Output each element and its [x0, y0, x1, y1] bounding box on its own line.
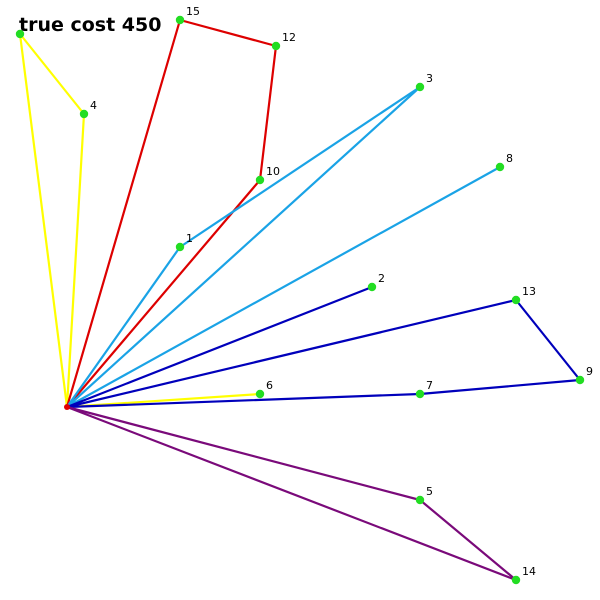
- route-purple-edge-5-14: [418, 498, 518, 582]
- node-5-marker: [415, 495, 425, 505]
- route-blue-b-edge-depot-13: [65, 298, 518, 409]
- node-12-marker: [271, 41, 281, 51]
- route-yellow-edge-4-depot: [65, 112, 86, 409]
- route-purple-edge-depot-5: [65, 405, 422, 502]
- node-9-marker: [575, 375, 585, 385]
- route-yellow-edge-u-4: [18, 32, 86, 116]
- node-15-marker: [175, 15, 185, 25]
- route-blue-b-edge-9-7: [418, 378, 582, 396]
- depot-marker: [64, 404, 70, 410]
- cost-title: true cost 450: [19, 14, 161, 36]
- node-2-marker: [367, 282, 377, 292]
- node-4-marker: [79, 109, 89, 119]
- route-purple-edge-14-depot: [65, 405, 518, 582]
- node-3-marker: [415, 82, 425, 92]
- route-lightblue-b-edge-depot-8: [65, 165, 502, 409]
- route-nodes: [15, 15, 585, 585]
- node-8-label: 8: [506, 152, 513, 165]
- node-1-label: 1: [186, 232, 193, 245]
- route-red-edge-10-depot: [65, 178, 262, 409]
- node-3-label: 3: [426, 72, 433, 85]
- node-14-label: 14: [522, 565, 536, 578]
- node-6-label: 6: [266, 379, 273, 392]
- node-10-label: 10: [266, 165, 280, 178]
- node-2-label: 2: [378, 272, 385, 285]
- route-lightblue-a-edge-1-3: [178, 85, 422, 249]
- node-10-marker: [255, 175, 265, 185]
- node-13-marker: [511, 295, 521, 305]
- node-1-marker: [175, 242, 185, 252]
- route-yellow-edge-depot-u: [18, 32, 69, 409]
- route-blue-b-edge-13-9: [514, 298, 582, 382]
- node-14-marker: [511, 575, 521, 585]
- route-blue-a-edge-depot-2: [65, 285, 374, 409]
- node-7-marker: [415, 389, 425, 399]
- node-6-marker: [255, 389, 265, 399]
- node-u-marker: [15, 29, 25, 39]
- route-lightblue-a-edge-depot-1: [65, 245, 182, 409]
- route-lightblue-a-edge-3-depot: [65, 85, 422, 409]
- node-9-label: 9: [586, 365, 593, 378]
- node-13-label: 13: [522, 285, 536, 298]
- node-5-label: 5: [426, 485, 433, 498]
- route-edges: [18, 18, 582, 582]
- node-8-marker: [495, 162, 505, 172]
- route-red-edge-15-12: [178, 18, 278, 48]
- node-12-label: 12: [282, 31, 296, 44]
- route-blue-b-edge-7-depot: [65, 392, 422, 409]
- route-red-edge-depot-15: [65, 18, 182, 409]
- node-7-label: 7: [426, 379, 433, 392]
- route-red-edge-12-10: [258, 44, 278, 182]
- node-4-label: 4: [90, 99, 97, 112]
- node-15-label: 15: [186, 5, 200, 18]
